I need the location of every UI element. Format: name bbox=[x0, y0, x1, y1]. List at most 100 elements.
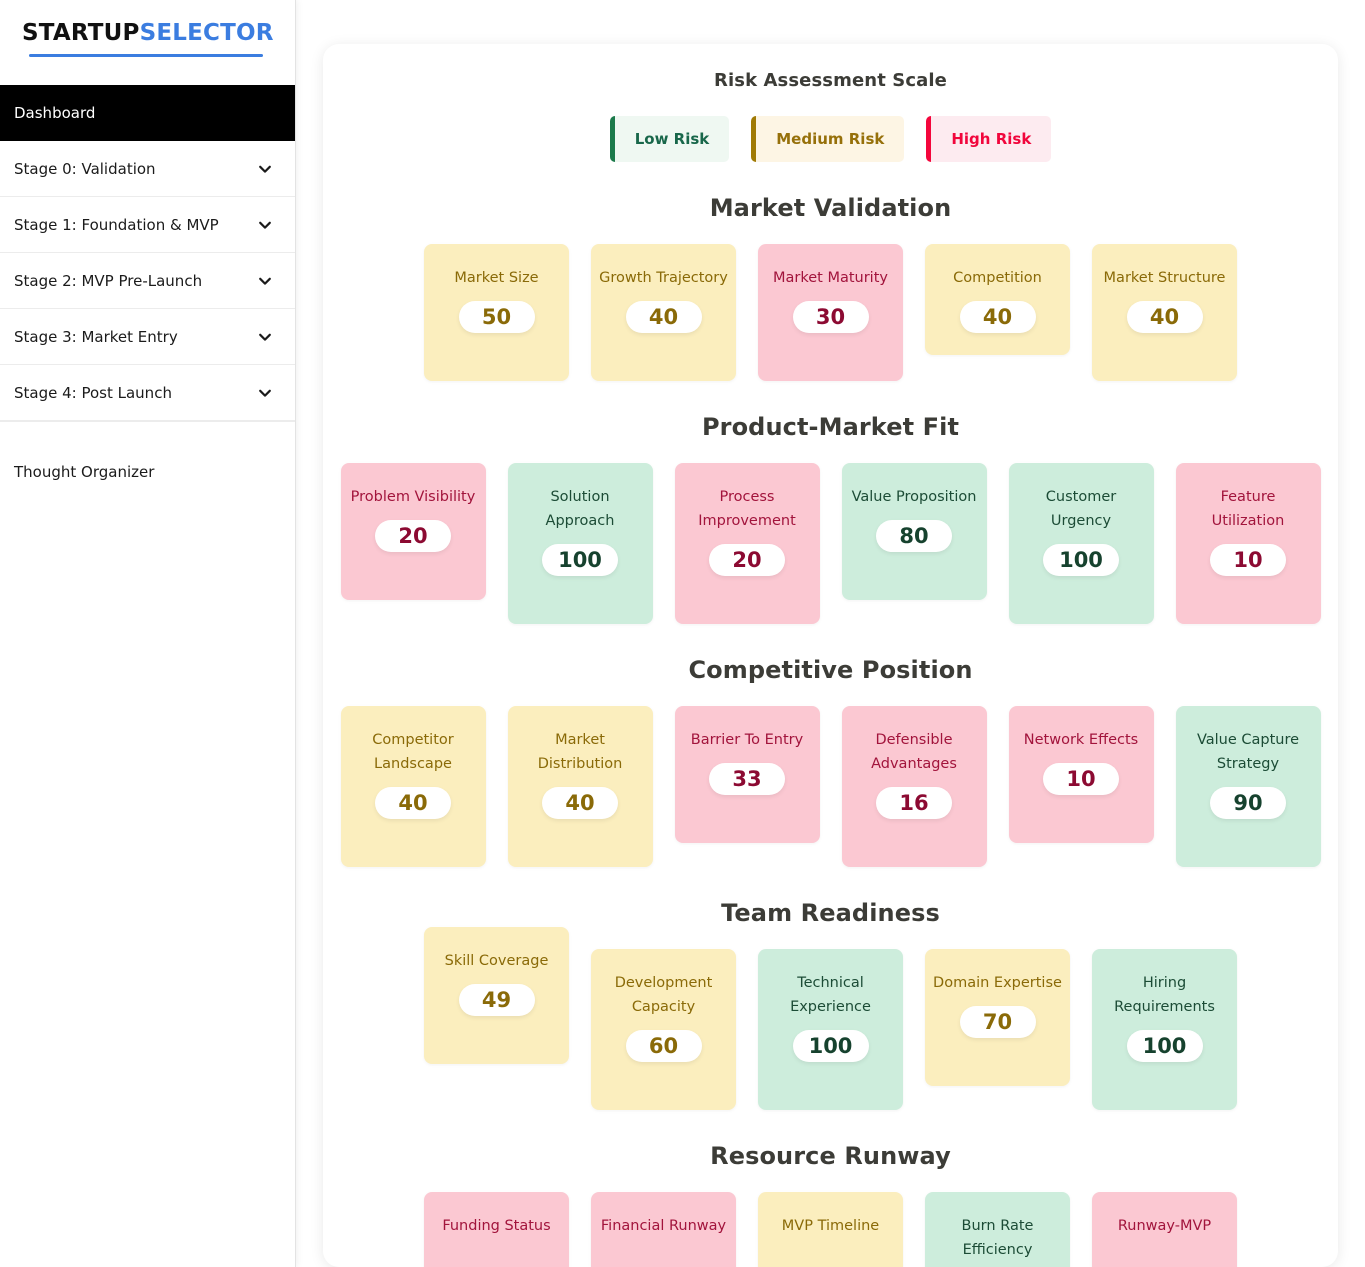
sidebar-item-stage-3-market-entry[interactable]: Stage 3: Market Entry bbox=[0, 309, 295, 365]
sidebar-item-label: Thought Organizer bbox=[14, 463, 155, 481]
metric-card-value: 10 bbox=[1210, 544, 1286, 576]
metric-card-value: 30 bbox=[792, 301, 869, 333]
legend-pill-low[interactable]: Low Risk bbox=[609, 116, 730, 162]
chevron-down-icon[interactable] bbox=[257, 329, 273, 345]
metric-card[interactable]: Feature Utilization 10 bbox=[1175, 463, 1321, 624]
metric-card-label: Development Capacity bbox=[614, 975, 713, 1015]
metric-card-value: 40 bbox=[375, 787, 451, 819]
metric-card[interactable]: Development Capacity 60 bbox=[591, 949, 736, 1110]
metric-card[interactable]: Market Size 50 bbox=[424, 244, 569, 381]
metric-card-label: Network Effects bbox=[1023, 732, 1139, 748]
metric-card-label: Feature Utilization bbox=[1211, 489, 1285, 529]
legend-pill-label: High Risk bbox=[951, 130, 1032, 148]
sidebar-item-label: Stage 2: MVP Pre-Launch bbox=[14, 271, 203, 290]
metric-card[interactable]: MVP Timeline bbox=[758, 1192, 903, 1267]
sidebar-item-stage-4-post-launch[interactable]: Stage 4: Post Launch bbox=[0, 365, 295, 421]
metric-card-label: Funding Status bbox=[442, 1218, 551, 1234]
metric-card-row: Funding Status Financial Runway MVP Timeli… bbox=[341, 1192, 1320, 1267]
metric-card[interactable]: Technical Experience 100 bbox=[758, 949, 903, 1110]
metric-card-label: Value Capture Strategy bbox=[1196, 732, 1300, 772]
section-title: Market Validation bbox=[709, 194, 952, 222]
sidebar-item-thought-organizer[interactable]: Thought Organizer bbox=[0, 444, 295, 500]
metric-card-value: 40 bbox=[1126, 301, 1203, 333]
logo[interactable]: STARTUPSELECTOR bbox=[0, 0, 295, 57]
metric-card-label: Market Distribution bbox=[537, 732, 623, 772]
metric-card[interactable]: Market Distribution 40 bbox=[507, 706, 653, 867]
metric-card[interactable]: Growth Trajectory 40 bbox=[591, 244, 736, 381]
metric-card-value: 60 bbox=[625, 1030, 702, 1062]
metric-card[interactable]: Process Improvement 20 bbox=[674, 463, 820, 624]
metric-card-value: 40 bbox=[625, 301, 702, 333]
metric-card-row: Market Size 50 Growth Trajectory 40 Market M… bbox=[341, 244, 1320, 381]
metric-card-value: 70 bbox=[959, 1006, 1036, 1038]
metric-card-value: 100 bbox=[792, 1030, 869, 1062]
sidebar-item-stage-0-validation[interactable]: Stage 0: Validation bbox=[0, 141, 295, 197]
metric-card-label: Market Size bbox=[454, 270, 539, 286]
metric-card[interactable]: Competitor Landscape 40 bbox=[340, 706, 486, 867]
metric-card[interactable]: Runway-MVP bbox=[1092, 1192, 1237, 1267]
sidebar-item-label: Stage 3: Market Entry bbox=[14, 327, 178, 346]
metric-card[interactable]: Competition 40 bbox=[925, 244, 1070, 355]
metric-card[interactable]: Financial Runway bbox=[591, 1192, 736, 1267]
metric-card-label: Hiring Requirements bbox=[1114, 975, 1215, 1015]
section-title: Product-Market Fit bbox=[701, 413, 960, 441]
chevron-down-icon[interactable] bbox=[257, 161, 273, 177]
sidebar-divider bbox=[0, 421, 295, 422]
metric-card-label: Market Structure bbox=[1103, 270, 1226, 286]
metric-card-label: Process Improvement bbox=[698, 489, 796, 529]
metric-card-label: Financial Runway bbox=[600, 1218, 727, 1234]
chevron-down-icon[interactable] bbox=[257, 273, 273, 289]
metric-card-label: MVP Timeline bbox=[781, 1218, 880, 1234]
metric-card-value: 40 bbox=[959, 301, 1036, 333]
metric-card-label: Competition bbox=[953, 270, 1042, 286]
logo-primary: STARTUP bbox=[22, 20, 140, 46]
chevron-down-icon[interactable] bbox=[257, 217, 273, 233]
metric-card[interactable]: Funding Status bbox=[424, 1192, 569, 1267]
sidebar-item-stage-2-mvp-pre-launch[interactable]: Stage 2: MVP Pre-Launch bbox=[0, 253, 295, 309]
legend-pill-high[interactable]: High Risk bbox=[926, 116, 1052, 162]
metric-card-value: 50 bbox=[458, 301, 535, 333]
legend-pill-medium[interactable]: Medium Risk bbox=[751, 116, 905, 162]
metric-card-label: Solution Approach bbox=[545, 489, 615, 529]
metric-card-label: Runway-MVP bbox=[1117, 1218, 1212, 1234]
metric-card-value: 49 bbox=[458, 984, 535, 1016]
chevron-down-icon[interactable] bbox=[257, 385, 273, 401]
metric-card-label: Competitor Landscape bbox=[372, 732, 454, 772]
metric-card[interactable]: Burn Rate Efficiency bbox=[925, 1192, 1070, 1267]
metric-card-label: Market Maturity bbox=[773, 270, 888, 286]
metric-card-value: 100 bbox=[1043, 544, 1119, 576]
sidebar-item-label: Stage 0: Validation bbox=[14, 159, 156, 178]
sidebar-item-stage-1-foundation-mvp[interactable]: Stage 1: Foundation & MVP bbox=[0, 197, 295, 253]
metric-card[interactable]: Market Maturity 30 bbox=[758, 244, 903, 381]
sidebar-item-label: Dashboard bbox=[14, 104, 96, 122]
legend-pill-label: Low Risk bbox=[634, 130, 710, 148]
metric-card-value: 40 bbox=[542, 787, 618, 819]
logo-underline bbox=[29, 54, 263, 57]
metric-card[interactable]: Market Structure 40 bbox=[1092, 244, 1237, 381]
metric-card-value: 20 bbox=[709, 544, 785, 576]
metric-card-label: Growth Trajectory bbox=[599, 270, 728, 286]
metric-card-value: 33 bbox=[709, 763, 785, 795]
sidebar-item-dashboard[interactable]: Dashboard bbox=[0, 85, 295, 141]
metric-card-label: Technical Experience bbox=[790, 975, 871, 1015]
